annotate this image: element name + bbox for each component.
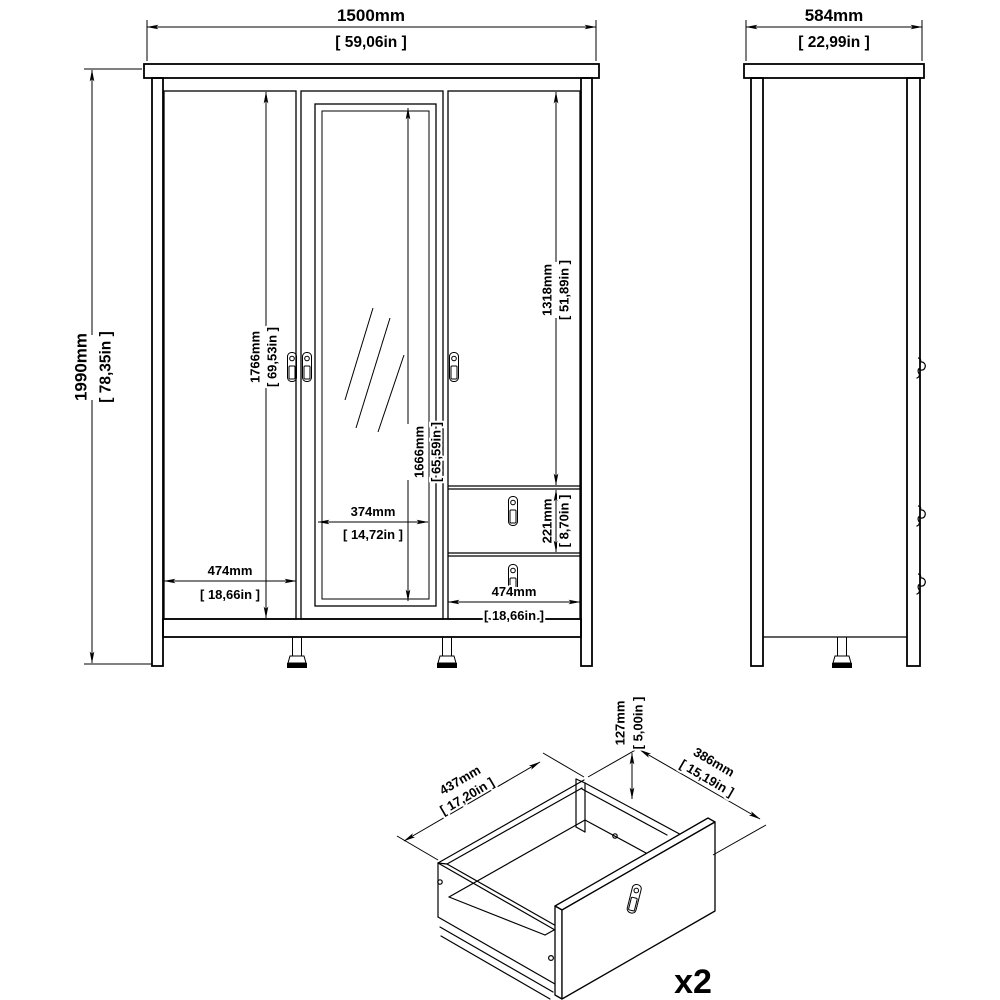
left-door-width-mm-label: 474mm — [208, 563, 253, 578]
mirror-width-mm-label: 374mm — [351, 504, 396, 519]
screw-hole — [547, 954, 554, 961]
overall-width-in-label: [ 59,06in ] — [335, 34, 407, 51]
dim-mirror-width: 374mm [ 14,72in ] — [317, 502, 429, 544]
side-hinge-hook-icon — [916, 357, 926, 379]
drawer-front-height-in-label: [ 5,00in ] — [631, 697, 646, 750]
left-door-handle-icon — [287, 352, 297, 382]
screw-hole — [437, 879, 443, 885]
dim-right-door-height: 1318mm [ 51,89in ] — [538, 91, 574, 486]
dim-left-door-width: 474mm [ 18,66in ] — [163, 561, 297, 604]
mirror-width-in-label: [ 14,72in ] — [343, 527, 403, 542]
dim-mirror-height: 1666mm [ 65,59in ] — [405, 107, 446, 602]
front-top-panel — [143, 63, 600, 79]
side-top-panel — [743, 63, 925, 79]
side-hinge-hook-icon — [916, 573, 926, 595]
door-height-mm-label: 1766mm — [248, 331, 263, 383]
screw-hole — [612, 833, 618, 839]
side-back-leg — [906, 77, 921, 667]
overall-width-mm-label: 1500mm — [337, 6, 405, 25]
dim-drawer-width: 474mm [ 18,66in ] — [447, 582, 581, 625]
dim-drawer-inner-width: 437mm [ 17,20in ] — [396, 752, 585, 861]
front-view: 1500mm [ 59,06in ] 1990mm [ 78,35in ] — [70, 4, 600, 669]
dim-drawer-height: 221mm [ 8,70in ] — [538, 489, 574, 553]
quantity-label: x2 — [674, 963, 712, 1000]
front-foot-icon — [436, 636, 458, 669]
right-door-handle-icon — [449, 352, 459, 382]
front-foot-icon — [286, 636, 308, 669]
drawer-width-in-label: [ 18,66in ] — [484, 608, 544, 623]
drawer-front-panel — [554, 817, 716, 1000]
drawer-width-mm-label: 474mm — [492, 584, 537, 599]
right-door-drawer-section — [447, 90, 581, 620]
left-door-width-in-label: [ 18,66in ] — [200, 587, 260, 602]
middle-door-handle-icon — [302, 352, 312, 382]
door-height-in-label: [ 69,53in ] — [265, 327, 280, 387]
right-door-height-in-label: [ 51,89in ] — [557, 260, 572, 320]
right-door-height-mm-label: 1318mm — [540, 264, 555, 316]
overall-height-in-label: [ 78,35in ] — [98, 331, 115, 403]
mirror-height-mm-label: 1666mm — [412, 426, 427, 478]
drawer-height-mm-label: 221mm — [540, 499, 555, 544]
side-hinge-hook-icon — [916, 505, 926, 527]
mirror-glare-line — [344, 307, 374, 401]
drawer-height-in-label: [ 8,70in ] — [557, 495, 572, 548]
dim-overall-width: 1500mm [ 59,06in ] — [146, 4, 597, 61]
top-drawer-handle-icon — [508, 496, 518, 526]
dim-depth: 584mm [ 22,99in ] — [745, 4, 923, 61]
mirror-height-in-label: [ 65,59in ] — [429, 422, 444, 482]
dim-door-height: 1766mm [ 69,53in ] — [246, 91, 282, 619]
mirror-glare-line — [355, 317, 391, 429]
depth-in-label: [ 22,99in ] — [798, 34, 870, 51]
depth-mm-label: 584mm — [805, 6, 864, 25]
overall-height-mm-label: 1990mm — [72, 333, 91, 401]
middle-mirror-door — [300, 90, 444, 620]
side-front-leg — [750, 77, 764, 667]
mirror-panel — [314, 103, 437, 607]
side-foot-icon — [831, 636, 853, 669]
mirror-glare-line — [377, 354, 405, 433]
dim-drawer-front-height: 127mm [ 5,00in ] — [611, 695, 648, 800]
front-left-leg — [151, 77, 164, 667]
drawer-detail-view: 437mm [ 17,20in ] 386mm [ 15,19in ] 127m… — [396, 695, 767, 1000]
drawer-front-height-mm-label: 127mm — [613, 701, 628, 746]
dim-overall-height: 1990mm [ 78,35in ] — [70, 68, 152, 665]
front-right-leg — [580, 77, 593, 667]
side-view: 584mm [ 22,99in ] — [743, 4, 926, 669]
